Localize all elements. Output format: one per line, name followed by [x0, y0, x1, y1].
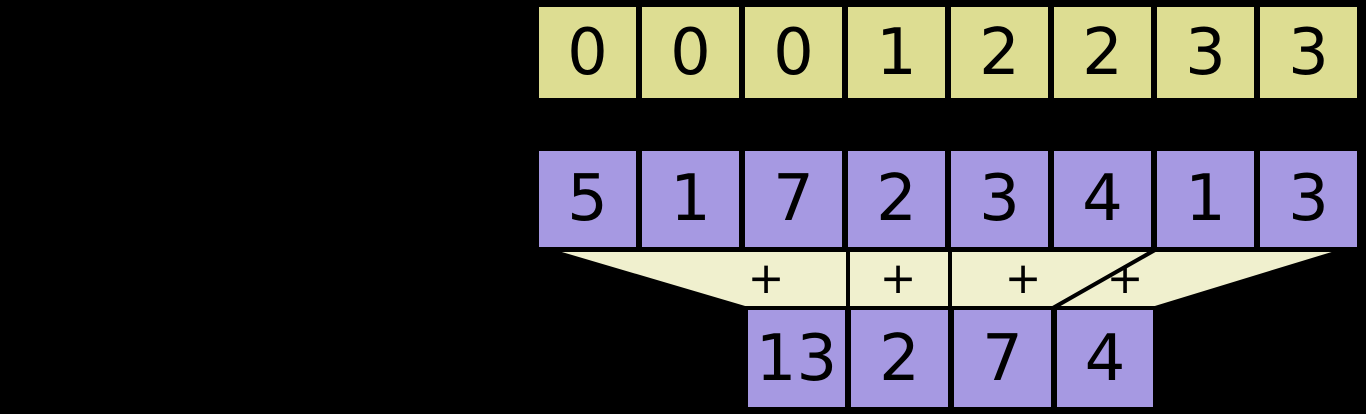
value-cell-5: 4 — [1051, 148, 1154, 250]
value-cell-4: 3 — [948, 148, 1051, 250]
value-cell-7: 3 — [1257, 148, 1360, 250]
value-cell-6: 1 — [1154, 148, 1257, 250]
segment-id-cell-4: 2 — [948, 4, 1051, 101]
funnel-segment-0 — [547, 248, 850, 310]
output-cell-0: 13 — [745, 307, 848, 410]
segment-id-cell-0: 0 — [536, 4, 639, 101]
segment-id-cell-7: 3 — [1257, 4, 1360, 101]
operator-plus-0: + — [747, 253, 785, 304]
value-cell-3: 2 — [845, 148, 948, 250]
operator-plus-3: + — [1106, 253, 1144, 304]
output-cell-3: 4 — [1054, 307, 1156, 410]
operator-plus-1: + — [879, 253, 917, 304]
segment-id-cell-3: 1 — [845, 4, 948, 101]
segment-id-cell-2: 0 — [742, 4, 845, 101]
funnel-segment-3 — [1045, 248, 1346, 310]
output-cell-1: 2 — [848, 307, 951, 410]
output-cell-2: 7 — [951, 307, 1054, 410]
segment-id-cell-5: 2 — [1051, 4, 1154, 101]
value-cell-1: 1 — [639, 148, 742, 250]
value-cell-0: 5 — [536, 148, 639, 250]
segment-id-cell-1: 0 — [639, 4, 742, 101]
operator-plus-2: + — [1004, 253, 1042, 304]
value-cell-2: 7 — [742, 148, 845, 250]
segment-id-cell-6: 3 — [1154, 4, 1257, 101]
